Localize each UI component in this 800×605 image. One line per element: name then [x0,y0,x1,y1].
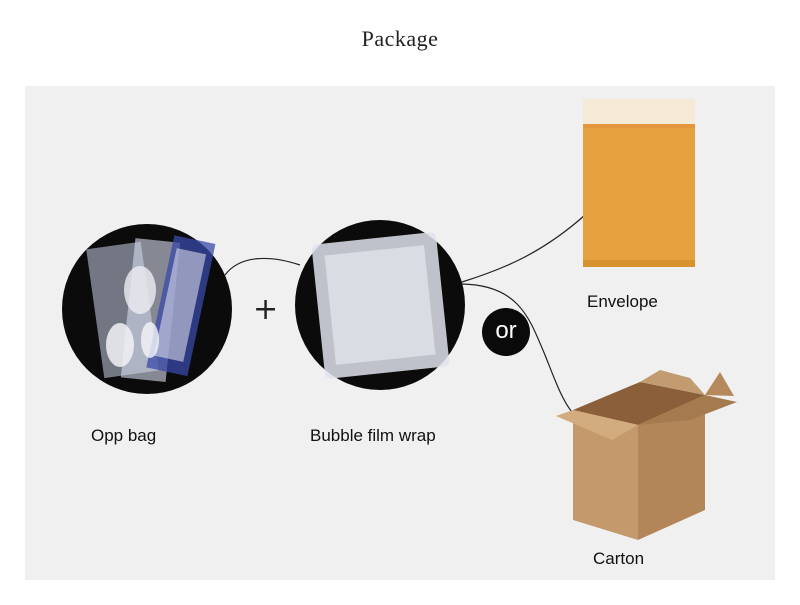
connector-line-carton [461,283,573,413]
bubble-wrap-label: Bubble film wrap [310,426,436,445]
bubble-wrap-image [295,220,465,390]
carton-label: Carton [593,549,645,568]
envelope-image [583,99,695,267]
opp-bag-image [62,224,232,394]
opp-bag-label: Opp bag [91,426,157,445]
connector-line-envelope [461,214,586,283]
envelope-label: Envelope [587,292,658,311]
connector-line-opp-bubble [224,257,301,276]
plus-sign: + [253,292,279,327]
or-badge: or [482,308,530,356]
carton-image [556,370,737,540]
page-title: Package [361,26,439,51]
